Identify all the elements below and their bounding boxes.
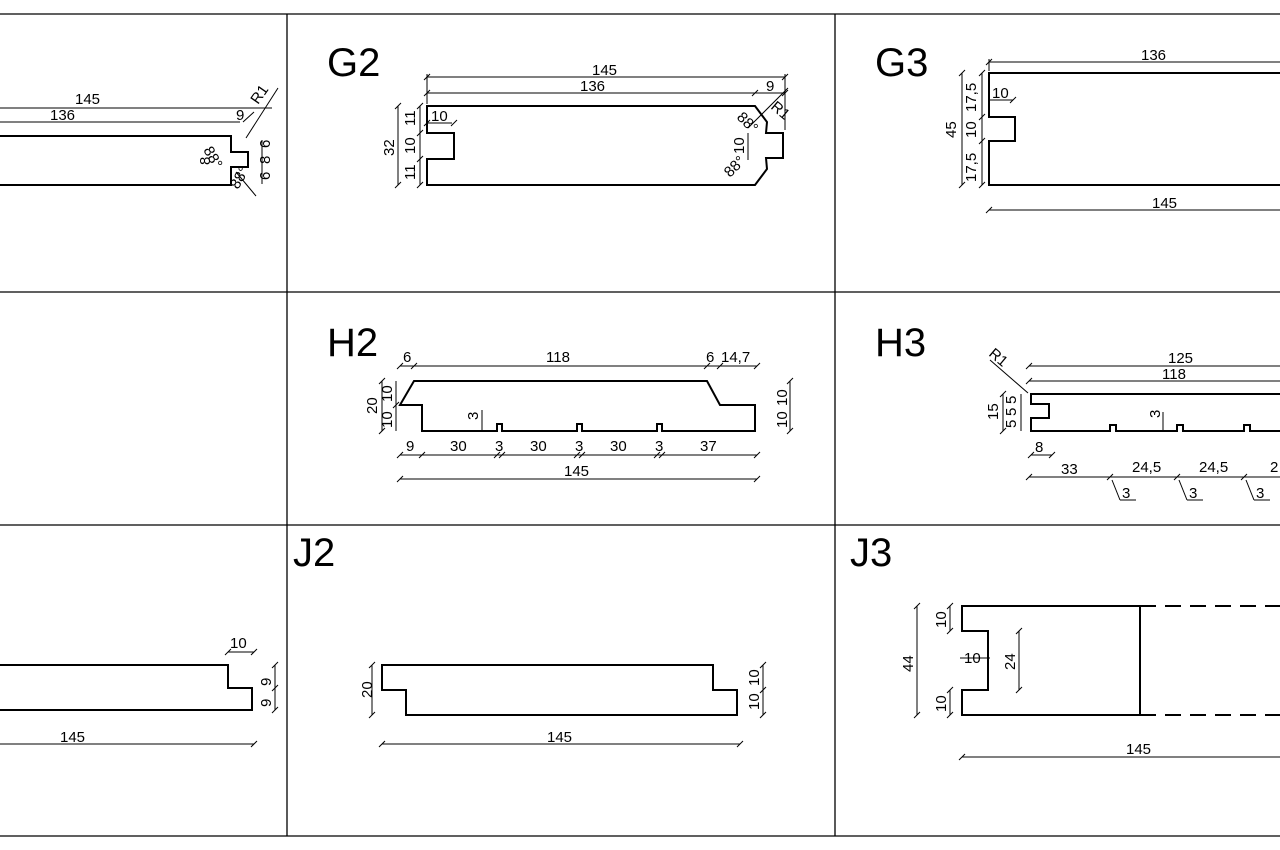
h3-dim-3-c: 3 — [1256, 485, 1264, 502]
h2-dim-3-c: 3 — [655, 438, 663, 455]
g2-dim-angle-top: 88° — [733, 109, 761, 137]
h2-dim-6-right: 6 — [706, 349, 714, 366]
panel-j3: J3 10 44 10 24 10 145 — [850, 531, 1280, 761]
j1-profile-outline — [0, 664, 253, 711]
g2-profile-outline — [426, 105, 784, 186]
h2-dim-37: 37 — [700, 438, 717, 455]
g3-dim-17-5-bottom: 17,5 — [963, 153, 980, 182]
h2-dim-14-7: 14,7 — [721, 349, 750, 366]
g2-dim-10-tongue: 10 — [731, 137, 748, 154]
h3-dim-118: 118 — [1162, 366, 1186, 383]
h2-profile-outline — [398, 380, 756, 432]
g3-dim-10: 10 — [992, 85, 1009, 102]
grid-frame — [0, 13, 1280, 837]
j3-dim-10-top: 10 — [933, 611, 950, 628]
g2-dim-10-notch: 10 — [431, 108, 448, 125]
h3-title: H3 — [875, 321, 926, 365]
h2-dim-145: 145 — [564, 463, 589, 480]
g1-dim-6b: 6 — [257, 172, 274, 180]
h3-dim-24-5-b: 24,5 — [1199, 459, 1228, 476]
h2-title: H2 — [327, 321, 378, 365]
j2-dim-20: 20 — [359, 681, 376, 698]
h2-dim-118: 118 — [546, 349, 570, 366]
j3-dim-24: 24 — [1002, 653, 1019, 670]
h2-dim-30-c: 30 — [610, 438, 627, 455]
g3-dim-145: 145 — [1152, 195, 1177, 212]
g3-dim-10-mid: 10 — [963, 121, 980, 138]
j2-dim-10-upper: 10 — [746, 669, 763, 686]
h3-dim-5-a: 5 — [1003, 396, 1020, 404]
g3-profile-outline — [988, 72, 1280, 186]
h2-dim-20: 20 — [364, 397, 381, 414]
j2-dim-145: 145 — [547, 729, 572, 746]
h2-dim-3-b: 3 — [575, 438, 583, 455]
h3-dim-3-a: 3 — [1122, 485, 1130, 502]
g2-dim-r1: R1 — [767, 98, 793, 123]
panel-j1: 10 9 9 145 — [0, 635, 279, 748]
h3-dim-8: 8 — [1035, 439, 1043, 456]
h3-dim-5-c: 5 — [1003, 420, 1020, 428]
h3-dim-3-groove: 3 — [1147, 410, 1164, 418]
h3-dim-r1: R1 — [985, 345, 1011, 370]
h2-dim-6-left: 6 — [403, 349, 411, 366]
j1-dim-145: 145 — [60, 729, 85, 746]
h3-dim-3-b: 3 — [1189, 485, 1197, 502]
h3-dim-125: 125 — [1168, 350, 1193, 367]
g2-dim-32: 32 — [381, 139, 398, 156]
panel-g1: 145 136 9 R1 88° 8 8 6 6 88° — [0, 82, 279, 197]
j1-dim-10: 10 — [230, 635, 247, 652]
h2-dim-3-groove: 3 — [465, 412, 482, 420]
g3-dim-17-5-top: 17,5 — [963, 83, 980, 112]
j3-profile-outline — [961, 605, 1141, 716]
panel-g2: G2 145 136 9 R1 88° 32 11 10 11 — [327, 41, 793, 189]
g1-dim-6a: 6 — [257, 140, 274, 148]
g2-dim-9: 9 — [766, 78, 774, 95]
panel-g3: G3 136 10 17,5 45 10 17,5 145 — [875, 41, 1280, 214]
g3-dim-136: 136 — [1141, 47, 1166, 64]
g1-dim-136: 136 — [50, 107, 75, 124]
h3-dim-2: 2 — [1270, 459, 1278, 476]
g2-dim-11a: 11 — [402, 110, 419, 126]
g1-dim-8b: 8 — [257, 156, 274, 164]
g2-dim-136: 136 — [580, 78, 605, 95]
h3-dim-15: 15 — [985, 403, 1002, 420]
j3-dim-10-mid: 10 — [964, 650, 981, 667]
j1-dim-9-upper: 9 — [258, 678, 275, 686]
h2-dim-10-right-a: 10 — [774, 389, 791, 406]
g2-dim-145: 145 — [592, 62, 617, 79]
g2-dim-11b: 11 — [402, 164, 419, 180]
panel-h3: H3 R1 125 118 15 5 5 5 3 8 33 2 — [875, 321, 1280, 502]
h2-dim-10-lower: 10 — [379, 411, 396, 428]
j1-dim-9-lower: 9 — [258, 699, 275, 707]
g2-title: G2 — [327, 41, 380, 85]
h3-dim-5-b: 5 — [1003, 408, 1020, 416]
panel-j2: J2 20 10 10 145 — [293, 531, 767, 748]
h3-profile-outline — [1030, 393, 1280, 432]
g1-dim-9: 9 — [236, 107, 244, 124]
g2-dim-angle-bottom: 88° — [721, 153, 749, 181]
g3-title: G3 — [875, 41, 928, 85]
g1-profile-outline — [0, 135, 249, 186]
h3-dim-33: 33 — [1061, 461, 1078, 478]
g3-dim-45: 45 — [943, 121, 960, 138]
h3-dim-24-5-a: 24,5 — [1132, 459, 1161, 476]
j3-dim-10-bottom: 10 — [933, 695, 950, 712]
panel-h2: H2 6 118 6 14,7 20 10 10 — [327, 321, 794, 483]
j3-title: J3 — [850, 531, 892, 575]
h2-dim-10-upper: 10 — [379, 385, 396, 402]
j3-dim-44: 44 — [900, 655, 917, 672]
h2-dim-10-right-b: 10 — [774, 411, 791, 428]
h2-dim-3-a: 3 — [495, 438, 503, 455]
h2-dim-30-a: 30 — [450, 438, 467, 455]
g2-dim-10a: 10 — [402, 137, 419, 154]
g1-dim-8a: 8 — [197, 157, 214, 165]
j3-dim-145: 145 — [1126, 741, 1151, 758]
j2-title: J2 — [293, 531, 335, 575]
j2-profile-outline — [381, 664, 738, 716]
g1-dim-145: 145 — [75, 91, 100, 108]
h2-dim-30-b: 30 — [530, 438, 547, 455]
j2-dim-10-lower: 10 — [746, 693, 763, 710]
h2-dim-9: 9 — [406, 438, 414, 455]
